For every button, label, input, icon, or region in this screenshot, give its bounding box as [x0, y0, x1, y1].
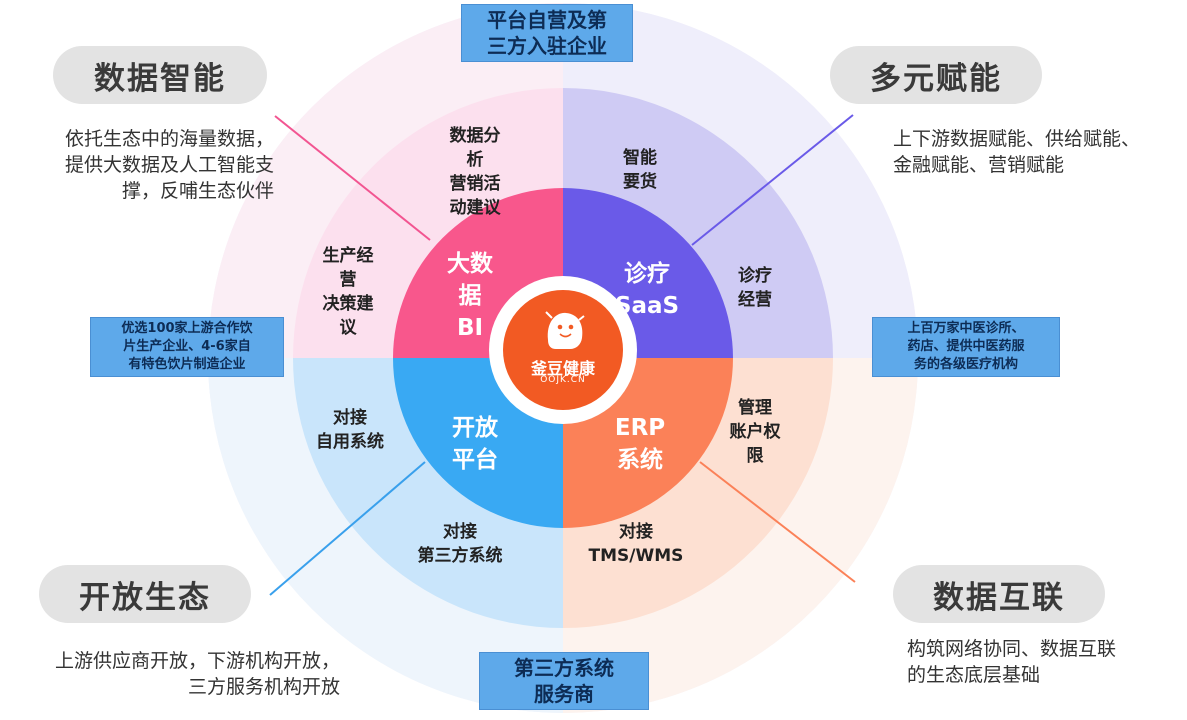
segment-label-bigdata: 大数 据 BI: [447, 251, 493, 341]
box-right-text: 上百万家中医诊所、 药店、提供中医药服 务的各级医疗机构: [907, 321, 1025, 372]
box-bottom-text: 第三方系统 服务商: [514, 656, 614, 706]
desc-data-intelligence: 依托生态中的海量数据， 提供大数据及人工智能支 撑，反哺生态伙伴: [64, 128, 274, 202]
pill-open-ecosystem: 开放生态: [39, 565, 251, 623]
box-top-enterprises: 平台自营及第 三方入驻企业: [461, 4, 633, 62]
desc-data-interconnect: 构筑网络协同、数据互联 的生态底层基础: [907, 638, 1117, 686]
logo-circle: [503, 290, 623, 410]
mascot-icon: [545, 311, 585, 349]
outer-label-analysis: 数据分 析 营销活 动建议: [449, 126, 501, 218]
logo-domain: OOJK.CN: [540, 375, 586, 385]
segment-label-erp: ERP 系统: [614, 415, 666, 473]
outer-label-production: 生产经 营 决策建 议: [322, 246, 374, 338]
connector-line-br: [699, 461, 856, 583]
connector-line-tr: [691, 114, 854, 246]
pill-data-intelligence: 数据智能: [53, 46, 267, 104]
connector-line-tl: [274, 115, 431, 241]
logo-name: 釜豆健康: [530, 359, 595, 378]
outer-label-smart-stock: 智能 要货: [623, 148, 657, 192]
box-top-text: 平台自营及第 三方入驻企业: [487, 8, 607, 58]
box-left-text: 优选100家上游合作饮 片生产企业、4-6家自 有特色饮片制造企业: [121, 321, 253, 372]
segment-label-open: 开放 平台: [452, 415, 498, 473]
outer-label-management: 管理 账户权 限: [729, 398, 781, 466]
outer-label-clinic-ops: 诊疗 经营: [738, 266, 772, 310]
outer-label-self-system: 对接 自用系统: [316, 408, 384, 452]
outer-label-third-system: 对接 第三方系统: [417, 522, 503, 566]
outer-label-tms: 对接 TMS/WMS: [588, 522, 684, 566]
pill-data-interconnect: 数据互联: [893, 565, 1105, 623]
box-left-suppliers: 优选100家上游合作饮 片生产企业、4-6家自 有特色饮片制造企业: [90, 317, 284, 377]
desc-multi-empowerment: 上下游数据赋能、供给赋能、 金融赋能、营销赋能: [893, 128, 1141, 176]
box-right-clinics: 上百万家中医诊所、 药店、提供中医药服 务的各级医疗机构: [872, 317, 1060, 377]
pill-multi-empowerment: 多元赋能: [830, 46, 1042, 104]
box-bottom-providers: 第三方系统 服务商: [479, 652, 649, 710]
connector-line-bl: [269, 461, 426, 596]
desc-open-ecosystem: 上游供应商开放，下游机构开放， 三方服务机构开放: [54, 650, 340, 698]
segment-label-saas: 诊疗 SaaS: [614, 261, 680, 319]
